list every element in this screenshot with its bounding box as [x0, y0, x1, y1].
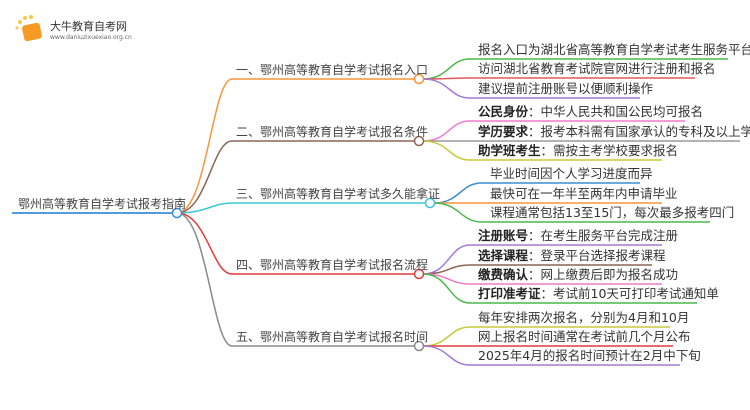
root-node[interactable] — [171, 207, 183, 219]
leaf-text: 二、鄂州高等教育自学考试报名条件 — [236, 125, 429, 139]
leaf-text: 一、鄂州高等教育自学考试报名入口 — [236, 63, 429, 77]
leaf-text: 最快可在一年半至两年内申请毕业 — [490, 186, 678, 201]
leaf-text: ：中华人民共和国公民均可报名 — [528, 104, 704, 119]
branch-5-leaf: 网上报名时间通常在考试前几个月公布 — [478, 329, 691, 345]
branch-4-title: 四、鄂州高等教育自学考试报名流程 — [236, 257, 428, 273]
branch-2-node[interactable] — [413, 135, 425, 147]
root-topic: 鄂州高等教育自学考试报考指南 — [18, 196, 186, 212]
leaf-text: ：在考生服务平台完成注册 — [528, 228, 679, 243]
branch-link — [176, 140, 415, 214]
leaf-keyword: 助学班考生 — [478, 143, 541, 158]
leaf-text: 毕业时间因个人学习进度而异 — [490, 166, 653, 181]
leaf-text: 访问湖北省教育考试院官网进行注册和报名 — [478, 61, 716, 76]
leaf-keyword: 注册账号 — [478, 228, 529, 243]
leaf-text: 三、鄂州高等教育自学考试多久能拿证 — [236, 187, 441, 201]
branch-5-node[interactable] — [413, 340, 425, 352]
leaf-text: 2025年4月的报名时间预计在2月中下旬 — [478, 348, 701, 363]
leaf-keyword: 缴费确认 — [478, 267, 529, 282]
branch-4-leaf: 注册账号：在考生服务平台完成注册 — [478, 228, 678, 244]
leaf-text: 建议提前注册账号以便顺利操作 — [478, 81, 654, 96]
leaf-link — [422, 345, 680, 366]
leaf-keyword: 公民身份 — [478, 104, 529, 119]
branch-2-title: 二、鄂州高等教育自学考试报名条件 — [236, 124, 428, 140]
leaf-text: ：登录平台选择报考课程 — [528, 248, 666, 263]
leaf-text: 每年安排两次报名，分别为4月和10月 — [478, 310, 690, 325]
leaf-text: ：网上缴费后即为报名成功 — [528, 267, 679, 282]
branch-2-leaf: 助学班考生：需按主考学校要求报名 — [478, 143, 678, 159]
branch-link — [176, 212, 415, 275]
site-logo: 大牛教育自考网 www.daniuzixuexiao.org.cn — [14, 14, 132, 44]
branch-5-leaf: 每年安排两次报名，分别为4月和10月 — [478, 310, 689, 326]
leaf-keyword: 选择课程 — [478, 248, 529, 263]
branch-1-leaf: 报名入口为湖北省高等教育自学考试考生服务平台 — [478, 42, 750, 58]
leaf-text: ：考试前10天可打印考试通知单 — [540, 286, 719, 301]
leaf-keyword: 打印准考证 — [478, 286, 541, 301]
leaf-text: ：需按主考学校要求报名 — [540, 143, 679, 158]
branch-1-title: 一、鄂州高等教育自学考试报名入口 — [236, 62, 428, 78]
branch-3-leaf: 最快可在一年半至两年内申请毕业 — [490, 186, 678, 202]
branch-4-leaf: 选择课程：登录平台选择报考课程 — [478, 248, 666, 264]
branch-4-node[interactable] — [413, 268, 425, 280]
leaf-keyword: 学历要求 — [478, 124, 529, 139]
branch-2-leaf: 公民身份：中华人民共和国公民均可报名 — [478, 104, 703, 120]
branch-5-leaf: 2025年4月的报名时间预计在2月中下旬 — [478, 348, 701, 364]
leaf-text: 鄂州高等教育自学考试报考指南 — [18, 197, 187, 211]
branch-5-title: 五、鄂州高等教育自学考试报名时间 — [236, 329, 428, 345]
leaf-text: 五、鄂州高等教育自学考试报名时间 — [236, 330, 429, 344]
branch-3-title: 三、鄂州高等教育自学考试多久能拿证 — [236, 186, 440, 202]
branch-4-leaf: 打印准考证：考试前10天可打印考试通知单 — [478, 286, 719, 302]
logo-title: 大牛教育自考网 — [50, 19, 127, 33]
branch-4-leaf: 缴费确认：网上缴费后即为报名成功 — [478, 267, 678, 283]
branch-link — [176, 78, 415, 214]
logo-url: www.daniuzixuexiao.org.cn — [50, 33, 132, 41]
leaf-link — [422, 273, 697, 304]
leaf-text: ：报考本科需有国家承认的专科及以上学历 — [528, 124, 750, 139]
branch-2-leaf: 学历要求：报考本科需有国家承认的专科及以上学历 — [478, 124, 750, 140]
branch-3-leaf: 课程通常包括13至15门，每次最多报考四门 — [490, 205, 734, 221]
leaf-link — [433, 202, 710, 223]
branch-link — [176, 202, 426, 214]
branch-1-node[interactable] — [413, 73, 425, 85]
branch-1-leaf: 访问湖北省教育考试院官网进行注册和报名 — [478, 61, 716, 77]
branch-3-node[interactable] — [424, 197, 436, 209]
leaf-text: 网上报名时间通常在考试前几个月公布 — [478, 329, 691, 344]
branch-3-leaf: 毕业时间因个人学习进度而异 — [490, 166, 653, 182]
leaf-link — [422, 140, 662, 161]
leaf-link — [422, 78, 640, 99]
leaf-text: 课程通常包括13至15门，每次最多报考四门 — [490, 205, 735, 220]
book-logo-icon — [15, 15, 42, 42]
branch-1-leaf: 建议提前注册账号以便顺利操作 — [478, 81, 653, 97]
branch-link — [176, 212, 415, 347]
leaf-link — [422, 77, 695, 80]
leaf-text: 报名入口为湖北省高等教育自学考试考生服务平台 — [478, 42, 750, 57]
leaf-text: 四、鄂州高等教育自学考试报名流程 — [236, 258, 429, 272]
